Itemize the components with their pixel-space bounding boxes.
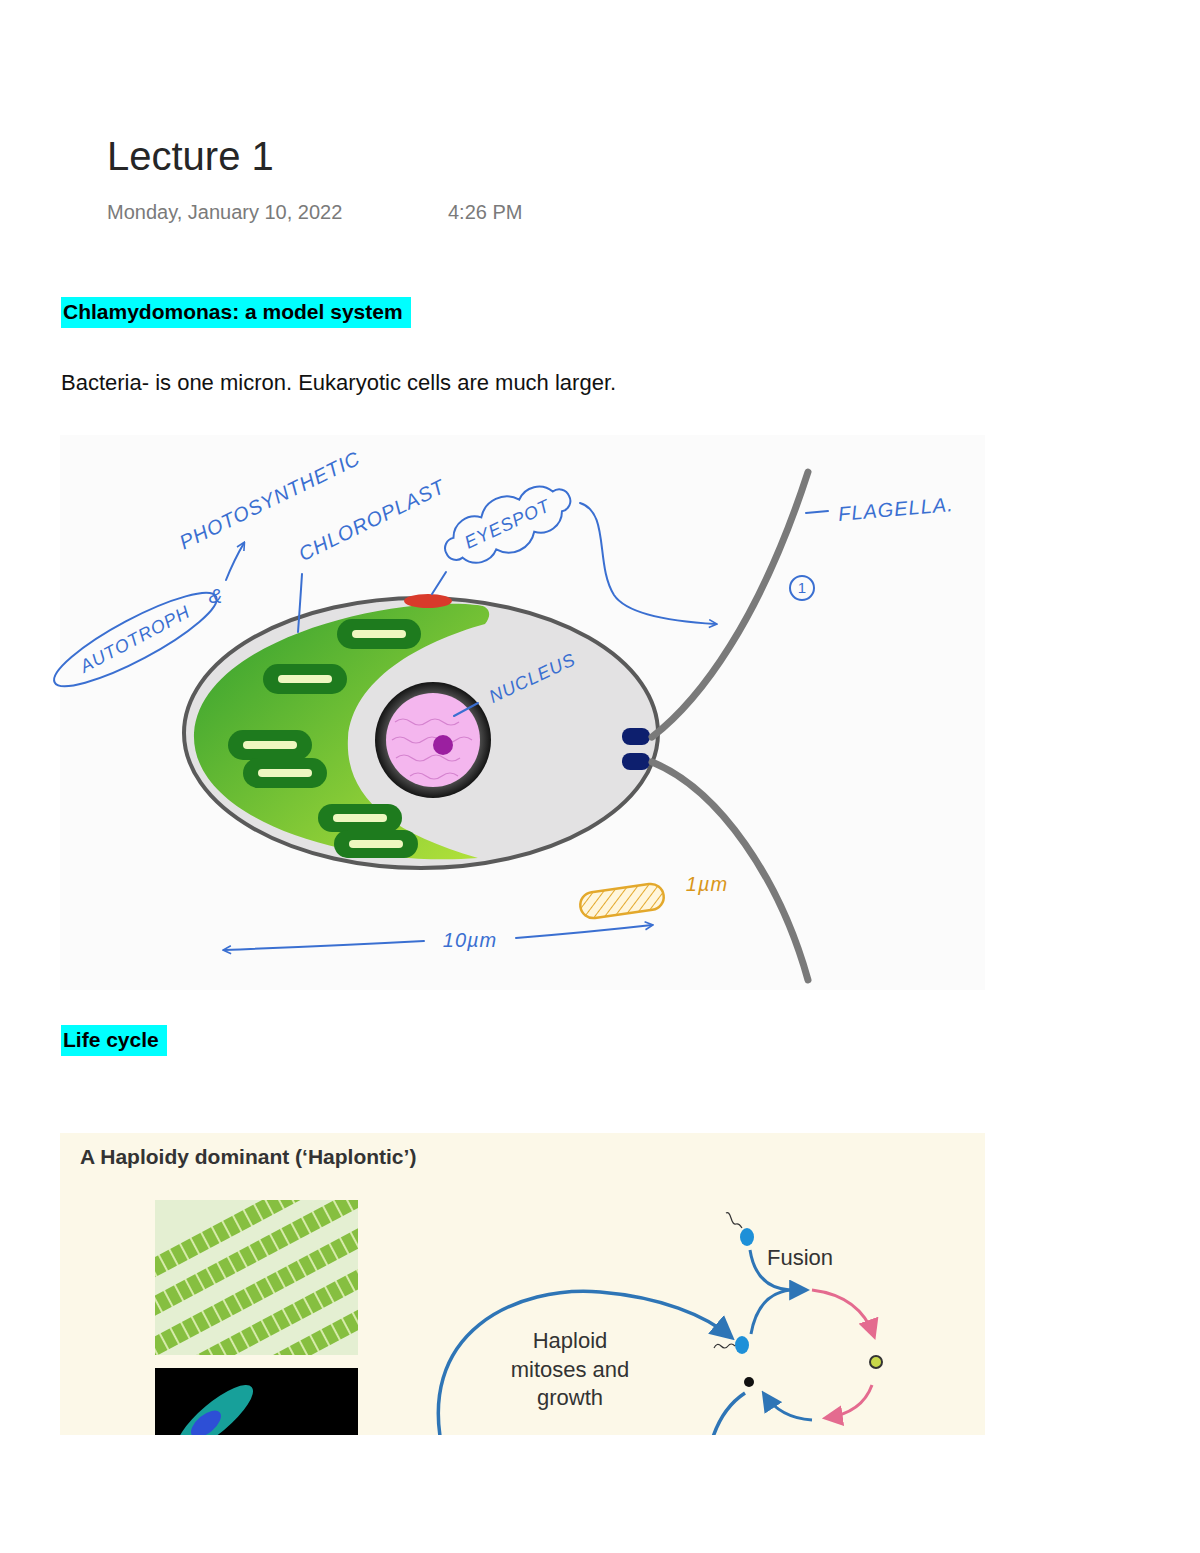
date-stamp: Monday, January 10, 2022	[107, 201, 342, 224]
thylakoid-lumen	[258, 769, 312, 777]
thylakoid	[243, 758, 327, 788]
dimension-label: 1µm	[686, 873, 728, 896]
chloroplast-body	[194, 604, 489, 860]
thylakoid-lumen	[243, 741, 297, 749]
annotation-ink	[224, 503, 828, 950]
time-stamp: 4:26 PM	[448, 201, 522, 224]
cycle-arrow	[438, 1291, 731, 1435]
gamete-flagellum	[714, 1344, 735, 1348]
nucleolus	[433, 735, 453, 755]
oval-outline	[45, 579, 226, 701]
nucleus-stain	[186, 1406, 225, 1435]
thylakoid	[318, 804, 402, 832]
cell-micrograph	[169, 1376, 262, 1435]
eyespot	[404, 594, 452, 608]
callout-circle	[790, 576, 814, 600]
nucleus	[375, 682, 491, 798]
flagellum	[652, 472, 808, 737]
bacterium-sketch	[579, 882, 666, 919]
figure-label: Fusion	[767, 1245, 833, 1270]
leader-line	[432, 572, 446, 594]
cell-wall	[184, 598, 658, 868]
cell-dot	[744, 1377, 754, 1387]
page-title: Lecture 1	[107, 133, 274, 179]
dimension-arrow	[224, 941, 424, 950]
dimension-label: 10µm	[443, 929, 497, 952]
basal-body	[622, 753, 650, 770]
annotation-symbol: &	[209, 585, 223, 608]
nuclear-envelope	[375, 682, 491, 798]
flagellum	[652, 762, 808, 980]
zygote	[870, 1356, 882, 1368]
figure-label: Haploid mitoses and growth	[500, 1327, 640, 1413]
note-text: Bacteria- is one micron. Eukaryotic cell…	[61, 370, 616, 395]
cloud-outline	[435, 471, 582, 580]
life-cycle-figure	[60, 1133, 985, 1435]
gamete	[735, 1336, 749, 1354]
nucleoplasm	[386, 693, 480, 787]
leader-line	[298, 574, 302, 632]
node-text: A Haploidy dominant (‘Haplontic’)	[80, 1145, 965, 1169]
chloroplast	[194, 604, 489, 860]
figure-ground	[60, 435, 985, 990]
meiosis-arrow	[812, 1290, 874, 1336]
gamete-flagellum	[726, 1213, 742, 1228]
thylakoid	[228, 730, 312, 760]
chromatin	[392, 719, 472, 779]
filament	[155, 1263, 358, 1355]
leader-line	[806, 511, 828, 513]
thylakoid	[337, 619, 421, 649]
callout-number: 1	[798, 579, 806, 596]
thylakoid-lumen	[349, 840, 403, 848]
thylakoid-lumen	[352, 630, 406, 638]
cycle-arrow	[712, 1393, 745, 1435]
section-highlight: Life cycle	[61, 1025, 167, 1056]
section-highlight: Chlamydomonas: a model system	[61, 297, 411, 328]
node-text: Life cycle	[63, 1027, 159, 1053]
meiosis-arrow	[826, 1385, 872, 1418]
fusion-arrow	[751, 1290, 806, 1334]
gamete	[740, 1228, 754, 1246]
leader-line	[454, 703, 478, 716]
basal-body	[622, 728, 650, 745]
cycle-arrow	[764, 1394, 812, 1420]
dimension-arrow	[516, 925, 652, 938]
thylakoid-lumen	[333, 814, 387, 822]
thylakoid	[334, 830, 418, 858]
algae-photo	[155, 1200, 358, 1355]
thylakoid-lumen	[278, 675, 332, 683]
node-text: Chlamydomonas: a model system	[63, 299, 403, 325]
figure-panel: A Haploidy dominant (‘Haplontic’)	[60, 1133, 985, 1435]
leader-arrow	[580, 503, 716, 624]
thylakoid	[263, 664, 347, 694]
micrograph	[155, 1368, 358, 1435]
leader-arrow	[226, 543, 244, 580]
